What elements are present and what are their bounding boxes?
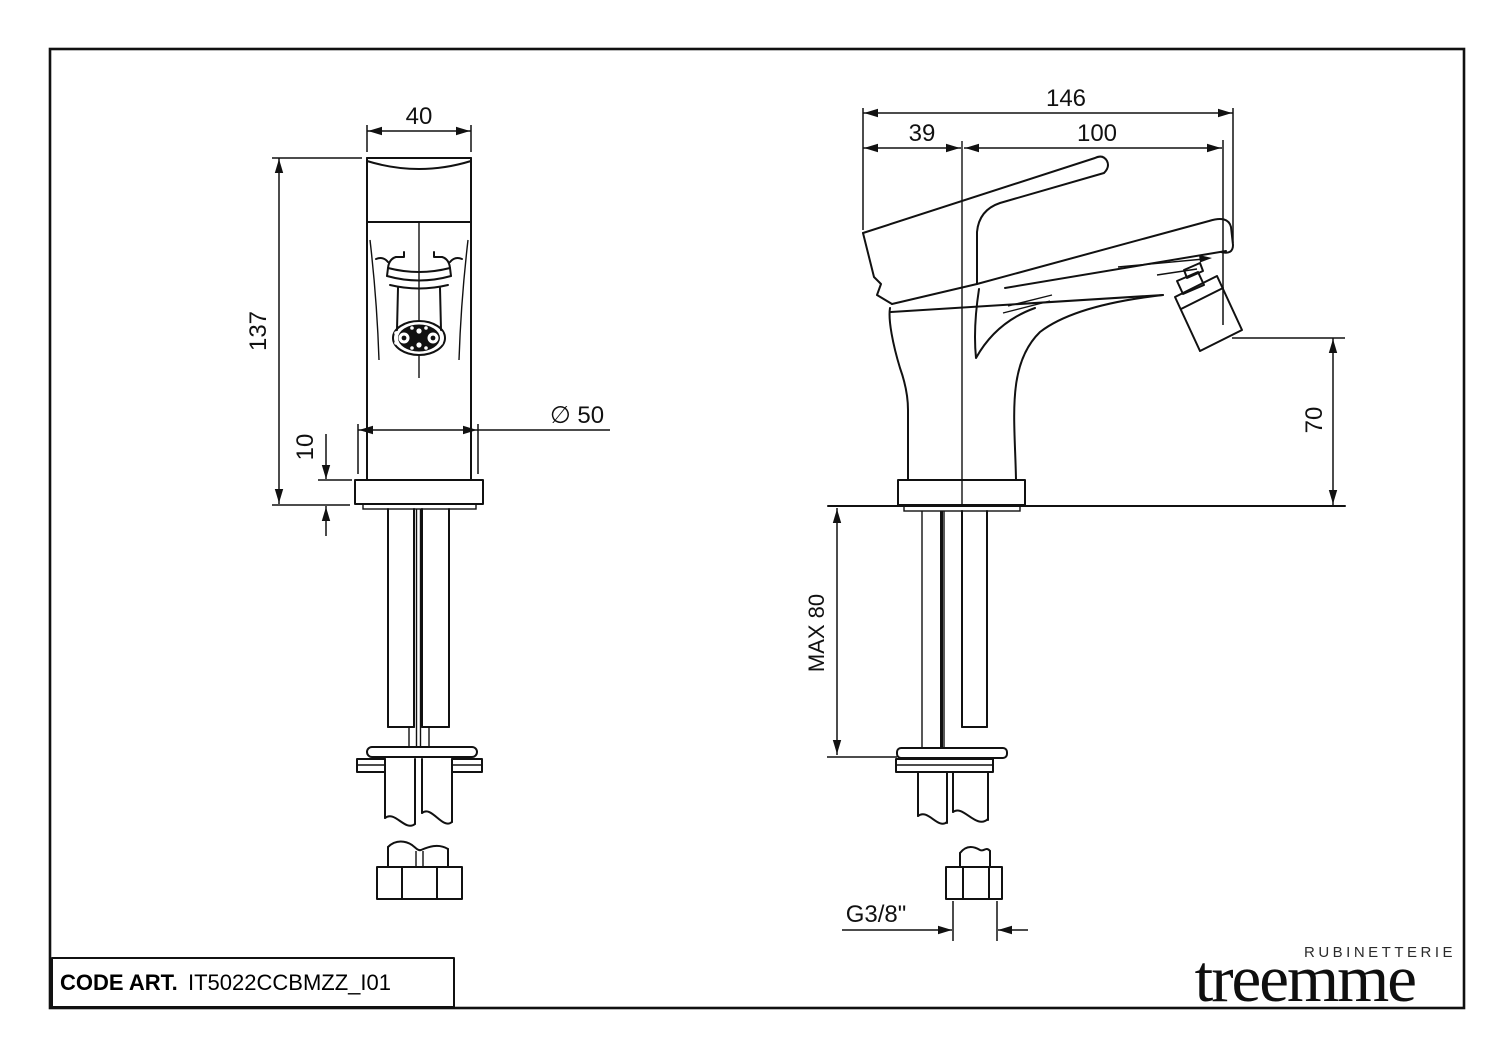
dim-label-total-depth: 146 <box>1046 85 1086 112</box>
side-mounting-hardware <box>895 747 1008 825</box>
dim-side-spout-reach: 100 <box>964 120 1224 325</box>
front-aerator <box>375 251 463 356</box>
dim-label-height: 137 <box>245 311 272 351</box>
brand-logo: RUBINETTERIE treemme <box>1195 942 1456 1016</box>
front-supply-hoses <box>387 508 450 747</box>
dim-front-top-width: 40 <box>366 103 472 152</box>
dim-label-thread: G3/8" <box>846 901 907 928</box>
code-art-label: CODE ART. <box>60 970 178 995</box>
dim-side-spout-height: 70 <box>1232 337 1345 505</box>
aerator-face <box>398 324 440 352</box>
side-view: 146 39 100 70 <box>804 85 1346 941</box>
front-mounting-hardware <box>356 746 483 827</box>
logo-brand: treemme <box>1195 942 1416 1016</box>
code-art-value: IT5022CCBMZZ_I01 <box>188 970 391 995</box>
side-base-plate <box>827 479 1346 512</box>
dim-label-deck-thickness: 10 <box>292 434 319 461</box>
dim-front-base-diameter: ∅ 50 <box>357 402 610 474</box>
dim-front-height: 137 <box>245 157 362 504</box>
dim-label-max-deck: MAX 80 <box>804 594 829 672</box>
side-supply-hoses <box>921 510 988 748</box>
dim-side-max-deck: MAX 80 <box>804 508 897 758</box>
front-view: 40 137 10 ∅ 50 <box>245 103 610 900</box>
dim-label-spout-height: 70 <box>1301 407 1328 434</box>
dim-label-base-diameter: ∅ 50 <box>550 402 604 429</box>
dim-label-spout-reach: 100 <box>1077 120 1117 147</box>
logo-tagline: RUBINETTERIE <box>1304 944 1456 961</box>
side-body-outline <box>862 155 1234 481</box>
side-supply-nut <box>945 846 1003 900</box>
dim-side-thread: G3/8" <box>842 901 1028 941</box>
front-body-outline <box>366 157 472 481</box>
dim-side-handle-back: 39 <box>863 120 963 506</box>
dim-side-total-depth: 146 <box>862 85 1234 243</box>
front-base-plate <box>354 479 484 510</box>
dim-label-top-width: 40 <box>406 103 433 130</box>
title-block: CODE ART. IT5022CCBMZZ_I01 <box>51 957 455 1008</box>
dim-label-handle-back: 39 <box>909 120 936 147</box>
dim-front-deck-thickness: 10 <box>272 434 352 536</box>
drawing-frame <box>48 47 1466 1010</box>
front-supply-nut <box>376 840 463 900</box>
side-nozzle <box>1117 255 1243 352</box>
